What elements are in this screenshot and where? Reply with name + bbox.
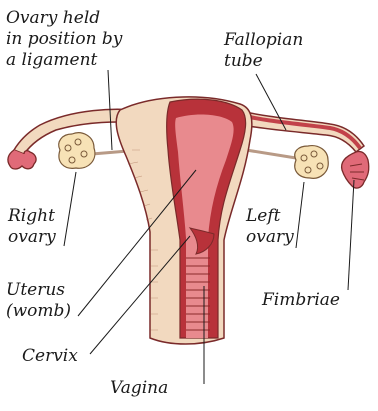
label-right-ovary-line1: Right — [8, 206, 56, 227]
label-uterus-line2: (womb) — [6, 301, 71, 322]
label-cervix: Cervix — [22, 346, 78, 367]
label-fallopian-tube: Fallopian tube — [224, 30, 303, 72]
label-fallopian-line1: Fallopian — [224, 30, 303, 51]
label-fallopian-line2: tube — [224, 51, 303, 72]
right-ovary — [59, 133, 95, 169]
label-uterus: Uterus (womb) — [6, 280, 71, 322]
label-vagina: Vagina — [110, 378, 168, 399]
left-ovary-ligament — [246, 150, 296, 158]
label-ovary-ligament-line3: a ligament — [6, 50, 122, 71]
label-right-ovary-line2: ovary — [8, 227, 56, 248]
leader-right-ovary — [64, 172, 76, 246]
left-fimbriae — [342, 151, 369, 188]
label-ovary-ligament: Ovary held in position by a ligament — [6, 8, 122, 71]
label-ovary-ligament-line1: Ovary held — [6, 8, 122, 29]
label-left-ovary-line2: ovary — [246, 227, 294, 248]
label-left-ovary-line1: Left — [246, 206, 294, 227]
left-ovary — [295, 146, 329, 179]
label-ovary-ligament-line2: in position by — [6, 29, 122, 50]
label-fimbriae: Fimbriae — [262, 290, 340, 311]
leader-left-ovary — [296, 182, 304, 248]
label-left-ovary: Left ovary — [246, 206, 294, 248]
label-right-ovary: Right ovary — [8, 206, 56, 248]
leader-fimbriae — [348, 180, 354, 290]
label-uterus-line1: Uterus — [6, 280, 71, 301]
